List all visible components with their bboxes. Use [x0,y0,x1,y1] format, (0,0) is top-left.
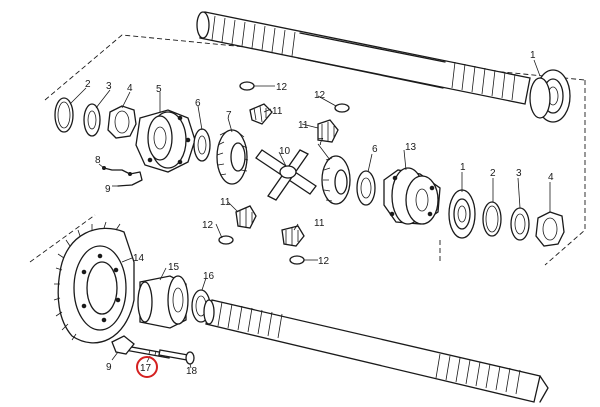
ring-2-left [54,97,74,133]
label-18: 18 [186,366,198,377]
label-2-right: 2 [490,168,496,179]
carrier-15 [137,275,189,329]
label-2-left: 2 [85,79,91,90]
spider-10 [255,149,317,201]
right-plane-outline [544,80,586,266]
label-12-top: 12 [276,82,288,93]
label-3-right: 3 [516,168,522,179]
ring-2-right [482,201,502,237]
label-10: 10 [279,146,291,157]
pinion-11-lower-right [281,225,305,247]
lower-plane-outline [29,214,96,263]
label-12-right: 12 [314,90,326,101]
washer-6-right [356,170,376,206]
label-6-left: 6 [195,98,201,109]
bottom-axle-shaft [203,299,549,403]
label-12-lower-left: 12 [202,220,214,231]
washer-3-left [83,103,101,137]
highlight-circle-17 [136,356,158,378]
label-11-lower-right: 11 [314,218,325,229]
ring-gear-14 [53,221,135,344]
clamp-9-lower [111,335,135,355]
nut-4-right [535,211,565,247]
housing-13 [383,167,441,225]
pinion-11-lower-left [235,205,257,229]
label-11-top: 11 [272,106,283,117]
thrust-washers-12 [218,81,350,265]
leader-lines [69,59,551,369]
label-4-left: 4 [127,83,133,94]
bevel-gear-7-left [216,129,249,185]
label-14: 14 [133,253,145,264]
washer-3-right [510,207,530,241]
top-axle-shaft [196,11,531,105]
label-11-right: 11 [298,120,309,131]
label-6-right: 6 [372,144,378,155]
label-9-upper: 9 [105,184,111,195]
bearing-1-top [529,69,571,123]
label-1-top: 1 [530,50,536,61]
label-7-left: 7 [226,110,232,121]
label-13: 13 [405,142,417,153]
label-4-right: 4 [548,172,554,183]
label-5: 5 [156,84,162,95]
bolt-18 [158,349,195,365]
label-3-left: 3 [106,81,112,92]
bearing-1-right [448,189,476,239]
housing-5 [135,109,196,173]
washer-6-left [193,128,211,162]
label-9-lower: 9 [106,362,112,373]
pinion-11-right [317,119,339,143]
label-12-lower-right: 12 [318,256,330,267]
label-8: 8 [95,155,101,166]
label-16: 16 [203,271,215,282]
callout-labels: 1 2 3 4 5 6 7 8 9 10 11 12 12 11 7 11 12… [85,50,554,377]
nut-4-left [107,105,137,139]
label-1-right: 1 [460,162,466,173]
label-7-right: 7 [318,137,324,148]
label-11-lower-left: 11 [220,197,231,208]
label-15: 15 [168,262,180,273]
label-17: 17 [140,363,152,374]
bevel-gear-7-right [321,155,351,205]
pinion-11-top [249,103,273,125]
